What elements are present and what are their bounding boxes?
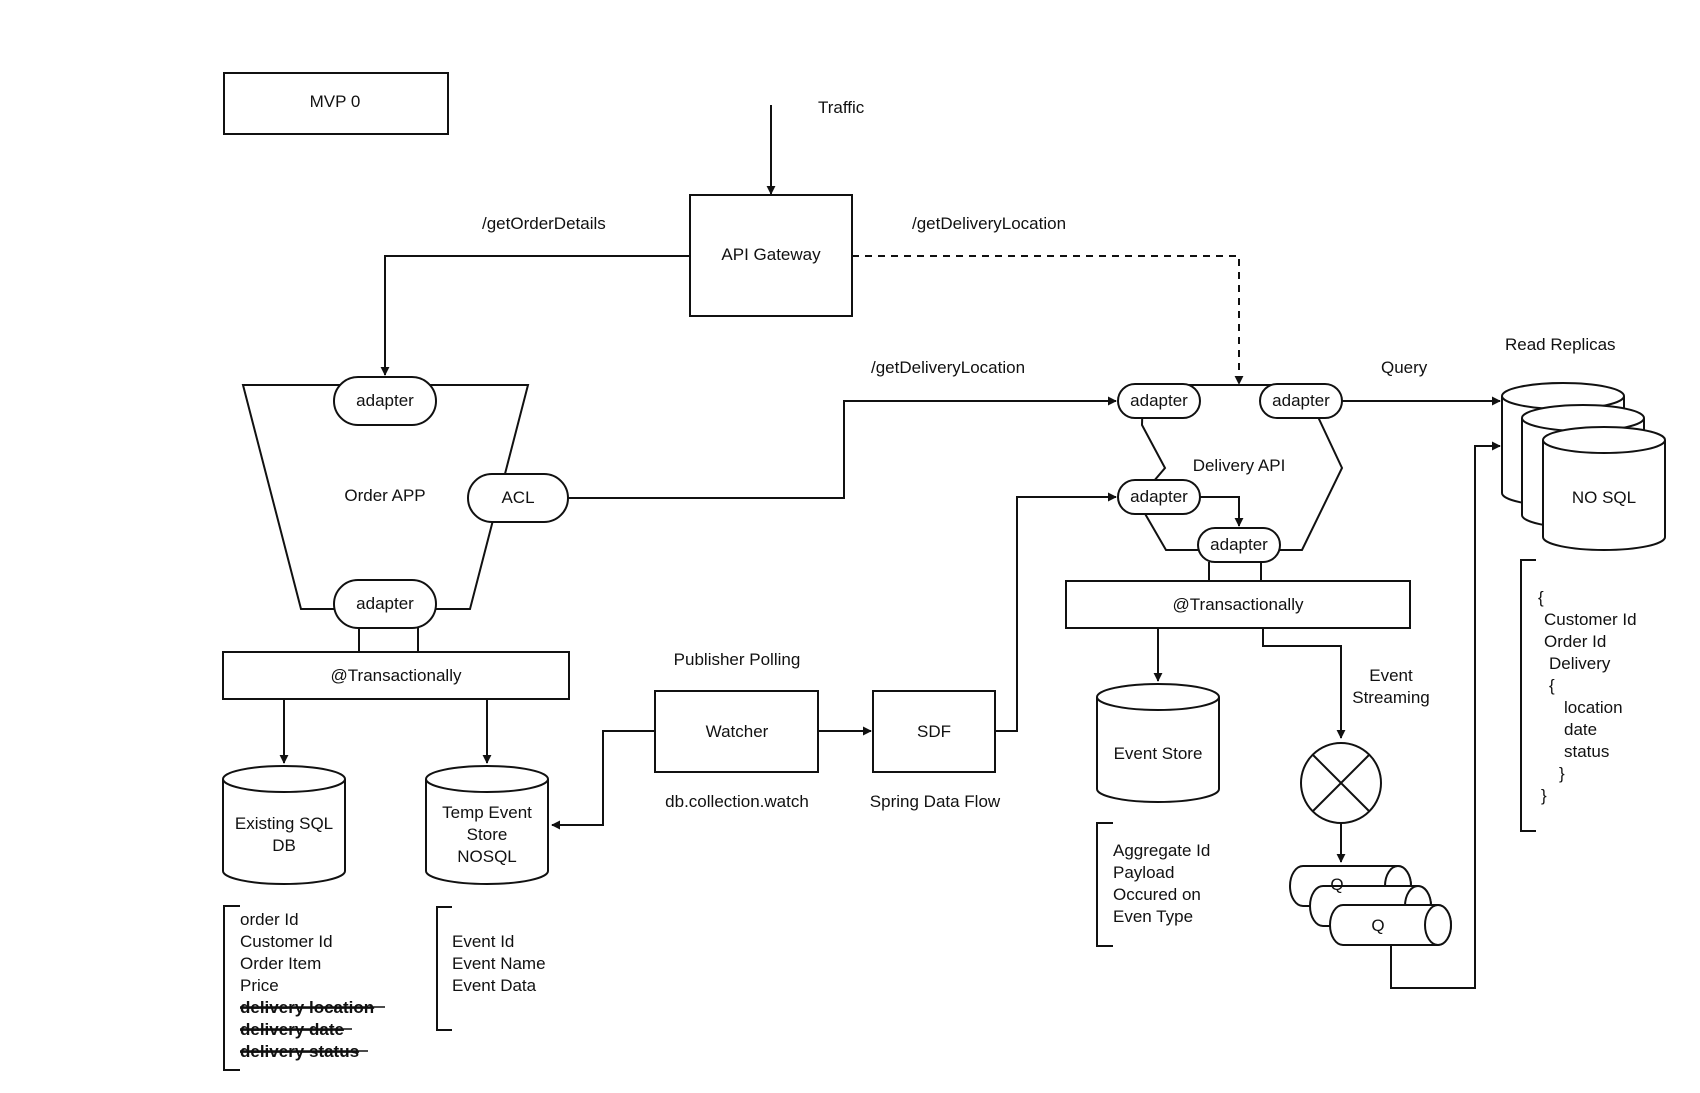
delivery-adapter-top-right-label: adapter <box>1272 391 1330 410</box>
order-transactionally-box <box>222 651 570 700</box>
event-store-fields-bracket <box>1096 822 1113 947</box>
strike-lines <box>240 1006 385 1052</box>
delivery-adapter-top-left[interactable] <box>1117 383 1201 419</box>
replica-field: { <box>1549 676 1555 695</box>
watcher-to-temp-store-arrow <box>551 730 655 830</box>
nosql-label: NO SQL <box>1572 488 1636 507</box>
watcher-label: Watcher <box>706 722 769 741</box>
order-fields-bracket <box>223 905 240 1071</box>
sdf-label: SDF <box>917 722 951 741</box>
delivery-adapter-top-left-label: adapter <box>1130 391 1188 410</box>
replica-field: } <box>1559 764 1565 783</box>
event-streaming-line2: Streaming <box>1352 688 1429 707</box>
existing-sql-db-line2: DB <box>272 836 296 855</box>
publisher-polling-label: Publisher Polling <box>674 650 801 669</box>
event-store-field: Even Type <box>1113 907 1193 926</box>
order-field: Price <box>240 976 279 995</box>
replica-field: Delivery <box>1549 654 1611 673</box>
event-streaming-line1: Event <box>1369 666 1413 685</box>
event-store-label: Event Store <box>1114 744 1203 763</box>
queue-back-label: Q <box>1330 875 1343 894</box>
temp-event-store-line3: NOSQL <box>457 847 517 866</box>
order-adapter-bottom-label: adapter <box>356 594 414 613</box>
get-delivery-location-dashed-arrow <box>852 255 1244 385</box>
order-adapter-top-label: adapter <box>356 391 414 410</box>
event-store-field: Occured on <box>1113 885 1201 904</box>
order-field: order Id <box>240 910 299 929</box>
get-order-details-arrow <box>380 255 690 376</box>
delivery-transactionally-label: @Transactionally <box>1173 595 1304 614</box>
order-transactionally-label: @Transactionally <box>331 666 462 685</box>
delivery-adapter-bottom-label: adapter <box>1210 535 1268 554</box>
order-acl-label: ACL <box>501 488 534 507</box>
temp-event-field: Event Id <box>452 932 514 951</box>
temp-event-field: Event Name <box>452 954 546 973</box>
existing-sql-db-line1: Existing SQL <box>235 814 333 833</box>
query-label: Query <box>1381 358 1428 377</box>
route-get-order-details: /getOrderDetails <box>482 214 606 233</box>
order-app-title: Order APP <box>344 486 425 505</box>
replica-field: date <box>1564 720 1597 739</box>
event-store-cylinder <box>1096 683 1220 803</box>
existing-sql-db-cylinder <box>222 765 346 885</box>
read-replica-front <box>1542 426 1666 551</box>
api-gateway-label: API Gateway <box>721 245 821 264</box>
watcher-caption: db.collection.watch <box>665 792 809 811</box>
queue-front <box>1329 904 1452 946</box>
delivery-adapter-mid-label: adapter <box>1130 487 1188 506</box>
temp-event-field: Event Data <box>452 976 537 995</box>
replica-field: status <box>1564 742 1609 761</box>
delivery-api-title: Delivery API <box>1193 456 1286 475</box>
replica-field: location <box>1564 698 1623 717</box>
mvp-box <box>223 72 449 135</box>
event-store-field: Aggregate Id <box>1113 841 1210 860</box>
temp-event-store-line1: Temp Event <box>442 803 532 822</box>
route-get-delivery-location-gateway: /getDeliveryLocation <box>912 214 1066 233</box>
queue-to-replicas-arrow <box>1390 441 1501 989</box>
order-field: Customer Id <box>240 932 333 951</box>
delivery-adapter-bottom[interactable] <box>1197 527 1281 563</box>
temp-event-store-cylinder <box>425 765 549 885</box>
order-app-shape <box>241 384 530 610</box>
read-replicas-label: Read Replicas <box>1505 335 1616 354</box>
queue-label: Q <box>1371 916 1384 935</box>
replica-field: Customer Id <box>1544 610 1637 629</box>
temp-event-fields-bracket <box>436 906 452 1031</box>
delivery-transactionally-box <box>1065 580 1411 629</box>
replica-field: { <box>1538 588 1544 607</box>
temp-event-store-line2: Store <box>467 825 508 844</box>
sdf-to-delivery-adapter-arrow <box>995 492 1117 732</box>
stream-merge-icon <box>1300 742 1382 824</box>
event-store-field: Payload <box>1113 863 1174 882</box>
replica-field: Order Id <box>1544 632 1606 651</box>
order-adapter-top[interactable] <box>333 376 437 426</box>
route-get-delivery-location-acl: /getDeliveryLocation <box>871 358 1025 377</box>
replica-fields-bracket <box>1520 559 1536 832</box>
order-adapter-bottom[interactable] <box>333 579 437 629</box>
order-field: Order Item <box>240 954 321 973</box>
delivery-api-shape <box>1138 384 1344 551</box>
acl-to-delivery-adapter-arrow <box>568 396 1117 499</box>
delivery-mid-to-bottom-arrow <box>1200 496 1244 527</box>
replica-field: } <box>1541 786 1547 805</box>
event-streaming-arrow <box>1262 628 1346 739</box>
mvp-label: MVP 0 <box>310 92 361 111</box>
traffic-label: Traffic <box>818 98 865 117</box>
sdf-caption: Spring Data Flow <box>870 792 1001 811</box>
